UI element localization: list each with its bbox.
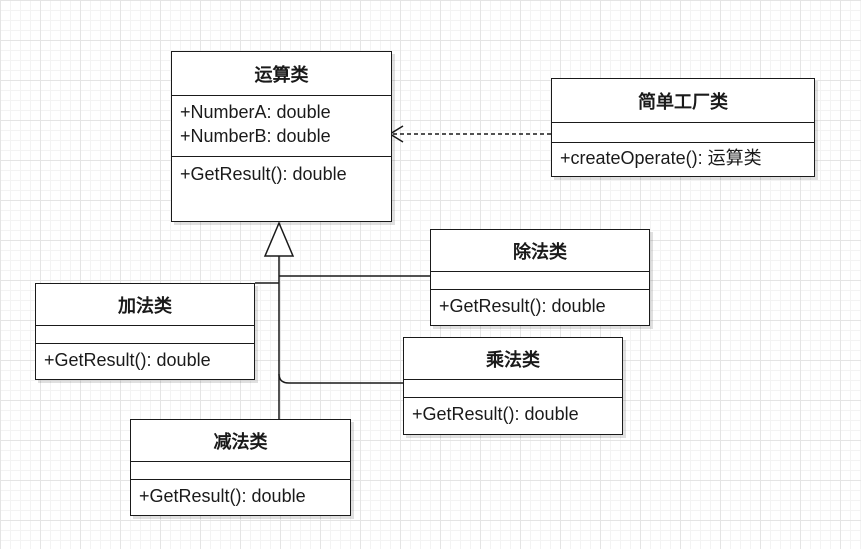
number-a-attribute: +NumberA: double: [180, 102, 331, 122]
create-operate-method: +createOperate(): 运算类: [560, 146, 806, 171]
factory-class-box[interactable]: 简单工厂类 +createOperate(): 运算类: [551, 78, 815, 177]
factory-class-name: 简单工厂类: [552, 79, 814, 123]
divide-class-name: 除法类: [431, 230, 649, 272]
add-attributes: [36, 326, 254, 344]
subtract-get-result-method: +GetResult(): double: [139, 486, 306, 506]
multiply-attributes: [404, 380, 622, 398]
factory-attributes: [552, 123, 814, 143]
create-operate-return-type: 运算类: [707, 148, 762, 169]
add-class-name: 加法类: [36, 284, 254, 326]
multiply-get-result-method: +GetResult(): double: [412, 404, 579, 424]
add-get-result-method: +GetResult(): double: [44, 350, 211, 370]
divide-attributes: [431, 272, 649, 290]
add-methods: +GetResult(): double: [36, 344, 254, 376]
subtract-class-box[interactable]: 减法类 +GetResult(): double: [130, 419, 351, 516]
dependency-connector: [388, 125, 551, 143]
subtract-attributes: [131, 462, 350, 480]
factory-methods: +createOperate(): 运算类: [552, 143, 814, 174]
inheritance-arrowhead[interactable]: [263, 221, 295, 257]
divide-get-result-method: +GetResult(): double: [439, 296, 606, 316]
add-class-box[interactable]: 加法类 +GetResult(): double: [35, 283, 255, 380]
operation-class-box[interactable]: 运算类 +NumberA: double +NumberB: double +G…: [171, 51, 392, 222]
divide-class-box[interactable]: 除法类 +GetResult(): double: [430, 229, 650, 326]
generalization-connectors: [255, 256, 430, 419]
multiply-methods: +GetResult(): double: [404, 398, 622, 430]
multiply-to-operation-line[interactable]: [278, 373, 403, 384]
number-b-attribute: +NumberB: double: [180, 126, 331, 146]
multiply-class-name: 乘法类: [404, 338, 622, 380]
create-operate-signature: +createOperate():: [560, 148, 708, 168]
get-result-method: +GetResult(): double: [180, 164, 347, 184]
operation-class-name: 运算类: [172, 52, 391, 96]
subtract-class-name: 减法类: [131, 420, 350, 462]
divide-methods: +GetResult(): double: [431, 290, 649, 322]
multiply-class-box[interactable]: 乘法类 +GetResult(): double: [403, 337, 623, 435]
subtract-methods: +GetResult(): double: [131, 480, 350, 512]
operation-methods: +GetResult(): double: [172, 157, 391, 191]
operation-attributes: +NumberA: double +NumberB: double: [172, 96, 391, 157]
